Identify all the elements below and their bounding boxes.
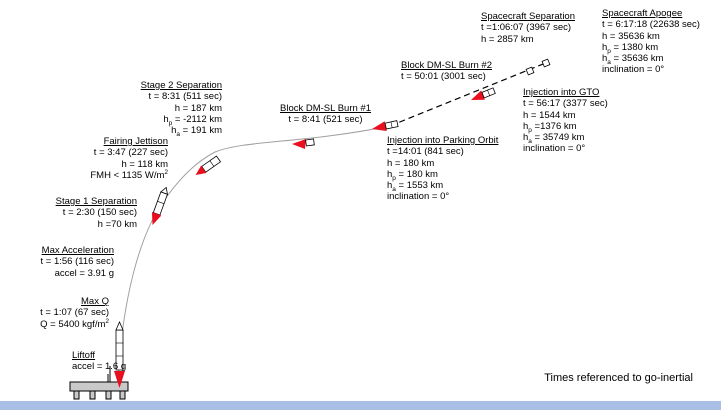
event-time: t = 50:01 (3001 sec) [401, 71, 486, 83]
event-altitude: h =70 km [97, 218, 137, 230]
event-fairing-jettison: Fairing Jettison t = 3:47 (227 sec) h = … [90, 136, 168, 181]
vehicle-liftoff [114, 321, 125, 388]
event-perigee: hp = -2112 km [163, 113, 222, 127]
event-title: Max Q [81, 296, 109, 307]
event-perigee: hp = 180 km [387, 168, 438, 182]
event-time: t = 1:56 (116 sec) [40, 256, 115, 268]
coast-trajectory [389, 61, 549, 127]
event-parking-orbit: Injection into Parking Orbit t =14:01 (8… [387, 135, 498, 203]
event-apogee: ha = 1553 km [387, 180, 444, 194]
event-dynamic-pressure: Q = 5400 kgf/m2 [40, 317, 109, 330]
vehicle-burn2 [471, 87, 496, 100]
event-apogee: ha = 35749 km [523, 132, 585, 146]
event-title: Injection into GTO [523, 87, 600, 98]
event-title: Spacecraft Separation [481, 11, 576, 22]
vehicle-burn1 [305, 138, 315, 147]
event-time: t = 8:41 (521 sec) [288, 114, 363, 126]
time-reference-note: Times referenced to go-inertial [544, 372, 693, 384]
event-burn1: Block DM-SL Burn #1 t = 8:41 (521 sec) [280, 103, 371, 126]
event-time: t = 2:30 (150 sec) [62, 207, 137, 219]
event-inclination: inclination = 0° [523, 143, 586, 155]
ground-strip [0, 401, 721, 410]
event-max-q: Max Q t = 1:07 (67 sec) Q = 5400 kgf/m2 [40, 296, 109, 330]
event-accel: accel = 1.6 g [72, 361, 127, 373]
event-perigee: hp =1376 km [523, 120, 577, 134]
event-title: Block DM-SL Burn #2 [401, 60, 492, 71]
event-apogee-altitude: ha = 35636 km [602, 53, 664, 67]
event-time: t =14:01 (841 sec) [387, 146, 464, 158]
event-altitude: h = 180 km [387, 157, 435, 169]
event-altitude: h = 118 km [121, 158, 168, 170]
event-title: Liftoff [72, 350, 96, 361]
event-liftoff: Liftoff accel = 1.6 g [72, 350, 126, 373]
event-altitude: h = 35636 km [602, 30, 660, 42]
event-apogee: ha = 191 km [171, 125, 222, 139]
event-time: t = 1:07 (67 sec) [40, 307, 109, 319]
event-inclination: inclination = 0° [602, 64, 665, 76]
event-time: t = 6:17:18 (22638 sec) [602, 19, 700, 31]
event-time: t = 56:17 (3377 sec) [523, 98, 608, 110]
event-inclination: inclination = 0° [387, 191, 450, 203]
launch-pad [69, 366, 129, 400]
event-accel: accel = 3.91 g [54, 267, 114, 279]
event-title: Injection into Parking Orbit [387, 135, 499, 146]
event-stage2-separation: Stage 2 Separation t = 8:31 (511 sec) h … [140, 80, 223, 139]
event-title: Max Acceleration [41, 245, 114, 256]
event-gto-injection: Injection into GTO t = 56:17 (3377 sec) … [523, 87, 608, 155]
event-burn2: Block DM-SL Burn #2 t = 50:01 (3001 sec) [401, 60, 492, 83]
vehicle-fairing [195, 155, 222, 176]
event-fmh: FMH < 1135 W/m2 [90, 168, 168, 181]
event-altitude: h = 187 km [174, 102, 222, 114]
vehicle-spacecraft [525, 58, 551, 76]
event-title: Fairing Jettison [103, 136, 168, 147]
event-time: t =1:06:07 (3967 sec) [481, 22, 572, 34]
event-time: t = 3:47 (227 sec) [93, 147, 168, 159]
event-title: Spacecraft Apogee [602, 8, 683, 19]
event-spacecraft-apogee: Spacecraft Apogee t = 6:17:18 (22638 sec… [602, 8, 700, 76]
arrow-stage2 [292, 139, 306, 149]
ascent-trajectory [117, 125, 391, 383]
event-title: Block DM-SL Burn #1 [280, 103, 371, 114]
vehicle-stage1 [151, 186, 168, 226]
event-max-acceleration: Max Acceleration t = 1:56 (116 sec) acce… [41, 245, 115, 279]
vehicle-parking [372, 120, 399, 131]
event-title: Stage 2 Separation [140, 80, 222, 91]
event-stage1-separation: Stage 1 Separation t = 2:30 (150 sec) h … [56, 196, 137, 230]
event-perigee: hp = 1380 km [602, 41, 659, 55]
event-title: Stage 1 Separation [55, 196, 137, 207]
event-altitude: h = 1544 km [523, 109, 576, 121]
event-altitude: h = 2857 km [481, 33, 534, 45]
event-spacecraft-separation: Spacecraft Separation t =1:06:07 (3967 s… [481, 11, 575, 45]
event-time: t = 8:31 (511 sec) [148, 91, 223, 103]
